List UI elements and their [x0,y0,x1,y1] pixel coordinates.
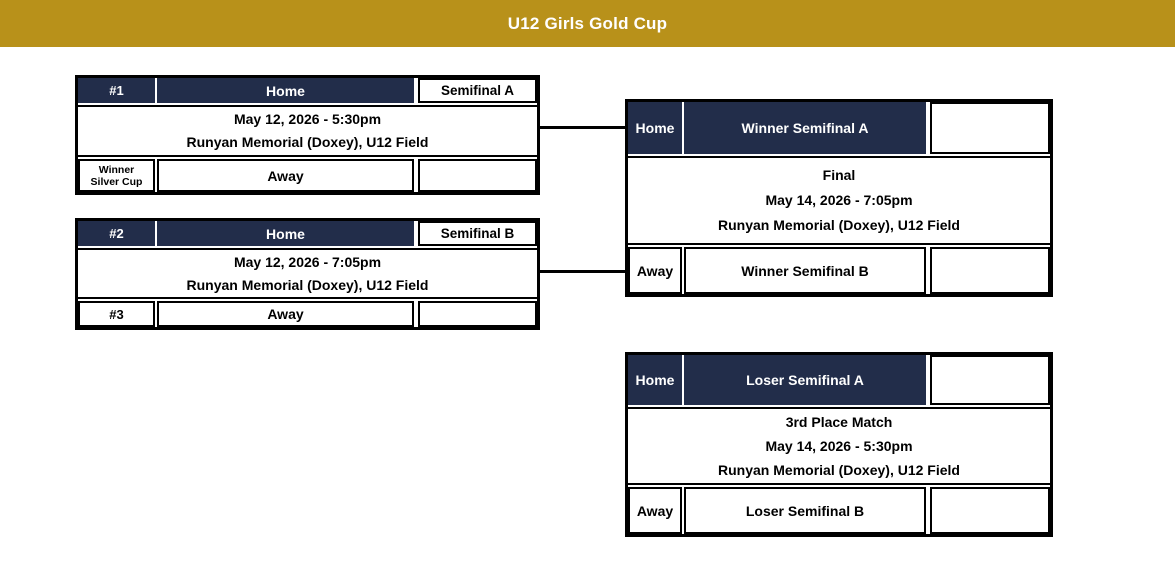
match-info: Final May 14, 2026 - 7:05pm Runyan Memor… [628,156,1050,245]
home-team-cell: Winner Semifinal A [684,102,926,154]
home-seed-cell: #1 [78,78,155,103]
match-venue: Runyan Memorial (Doxey), U12 Field [186,276,429,293]
match-venue: Runyan Memorial (Doxey), U12 Field [186,134,429,150]
semifinal-b-home-row: #2 Home Semifinal B [78,221,537,246]
home-score-cell [930,102,1050,154]
tournament-title: U12 Girls Gold Cup [507,13,668,33]
away-seed-cell: #3 [78,301,155,327]
away-team-cell: Away [157,159,414,192]
match-datetime: May 14, 2026 - 7:05pm [765,192,913,208]
away-score-cell [930,487,1050,534]
away-team-cell: Away [157,301,414,327]
home-label-cell: Home [628,102,682,154]
away-label-cell: Away [628,247,682,294]
match-datetime: May 14, 2026 - 5:30pm [765,438,913,454]
match-datetime: May 12, 2026 - 7:05pm [233,253,382,270]
final-away-row: Away Winner Semifinal B [628,247,1050,294]
semifinal-a-home-row: #1 Home Semifinal A [78,78,537,103]
away-label-cell: Away [628,487,682,534]
match-datetime: May 12, 2026 - 5:30pm [233,111,382,127]
home-team-cell: Home [157,221,414,246]
away-score-cell [418,159,537,192]
match-info: 3rd Place Match May 14, 2026 - 5:30pm Ru… [628,407,1050,485]
match-venue: Runyan Memorial (Doxey), U12 Field [718,217,960,233]
match-name: Final [822,167,856,183]
tournament-banner: U12 Girls Gold Cup [0,0,1175,47]
home-seed-cell: #2 [78,221,155,246]
connector-semifinal-a-to-final [540,126,625,129]
home-team-cell: Home [157,78,414,103]
third-place-away-row: Away Loser Semifinal B [628,487,1050,534]
connector-semifinal-b-to-final [540,270,625,273]
bracket-semifinal-b: #2 Home Semifinal B May 12, 2026 - 7:05p… [75,218,540,330]
bracket-semifinal-a: #1 Home Semifinal A May 12, 2026 - 5:30p… [75,75,540,195]
bracket-third-place: Home Loser Semifinal A 3rd Place Match M… [625,352,1053,537]
match-venue: Runyan Memorial (Doxey), U12 Field [718,462,960,478]
semifinal-a-away-row: Winner Silver Cup Away [78,159,537,192]
away-score-cell [418,301,537,327]
match-name: 3rd Place Match [785,414,893,430]
away-seed-cell: Winner Silver Cup [78,159,155,192]
away-team-cell: Winner Semifinal B [684,247,926,294]
away-team-cell: Loser Semifinal B [684,487,926,534]
match-info: May 12, 2026 - 7:05pm Runyan Memorial (D… [78,248,537,299]
third-place-home-row: Home Loser Semifinal A [628,355,1050,405]
match-info: May 12, 2026 - 5:30pm Runyan Memorial (D… [78,105,537,157]
semifinal-b-away-row: #3 Away [78,301,537,327]
bracket-final: Home Winner Semifinal A Final May 14, 20… [625,99,1053,297]
home-team-cell: Loser Semifinal A [684,355,926,405]
home-score-cell [930,355,1050,405]
home-label-cell: Home [628,355,682,405]
final-home-row: Home Winner Semifinal A [628,102,1050,154]
away-score-cell [930,247,1050,294]
match-name-cell: Semifinal A [418,78,537,103]
match-name-cell: Semifinal B [418,221,537,246]
